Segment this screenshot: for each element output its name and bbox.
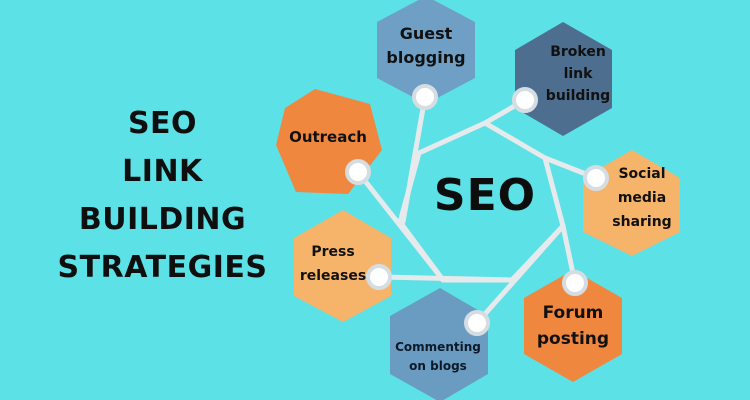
knob-forum-posting	[562, 270, 588, 296]
label-guest-blogging: Guest blogging	[386, 24, 466, 67]
label-broken-link-building: Broken link building	[545, 44, 611, 104]
label-commenting-on-blogs: Commenting on blogs	[395, 340, 481, 373]
title-line: SEO	[127, 106, 198, 141]
label-press-releases: Press releases	[299, 244, 367, 284]
hex-guest-blogging	[377, 0, 475, 104]
title-line: STRATEGIES	[57, 250, 268, 285]
hex-forum-posting	[524, 270, 622, 382]
knob-commenting-on-blogs	[464, 310, 490, 336]
knob-outreach	[345, 159, 371, 185]
title-line: LINK	[122, 154, 203, 189]
knob-broken-link-building	[512, 87, 538, 113]
hex-broken-link-building	[515, 22, 612, 136]
label-social-media-sharing: Social media sharing	[612, 166, 672, 230]
label-outreach: Outreach	[289, 128, 367, 146]
connector-knobs	[345, 84, 609, 336]
center-label: SEO	[433, 170, 537, 221]
hex-press-releases	[294, 210, 391, 322]
hex-commenting-on-blogs	[390, 288, 488, 400]
knob-social-media-sharing	[583, 165, 609, 191]
title-line: BUILDING	[78, 202, 247, 237]
diagram-title: SEO LINK BUILDING STRATEGIES	[40, 100, 285, 292]
knob-press-releases	[366, 264, 392, 290]
knob-guest-blogging	[412, 84, 438, 110]
label-forum-posting: Forum posting	[536, 303, 610, 349]
